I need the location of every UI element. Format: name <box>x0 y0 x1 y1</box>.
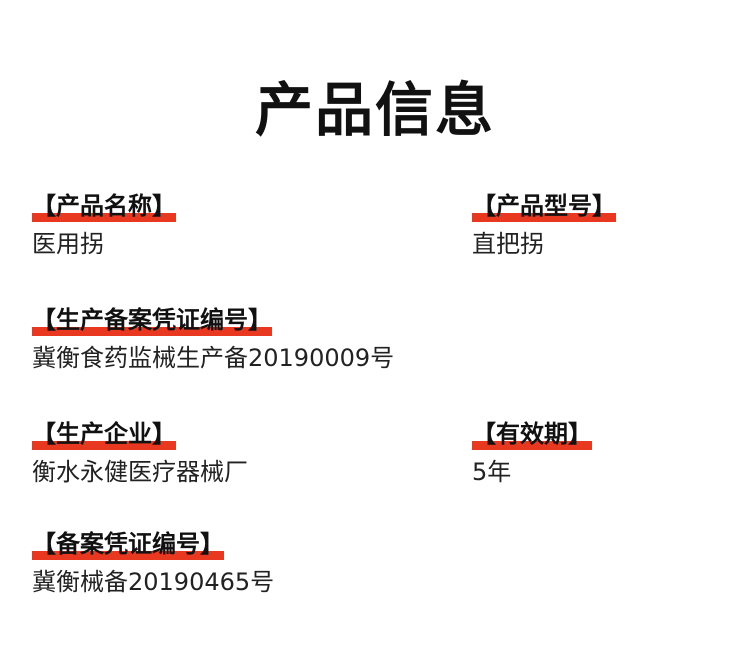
field-manufacturer: 【生产企业】 衡水永健医疗器械厂 <box>32 418 248 488</box>
field-label: 【有效期】 <box>472 418 592 450</box>
record-no-value: 冀衡械备20190465号 <box>32 568 275 596</box>
production-record-no-value: 冀衡食药监械生产备20190009号 <box>32 344 395 372</box>
label-highlight <box>32 551 224 560</box>
product-name-value: 医用拐 <box>32 230 104 258</box>
field-validity: 【有效期】 5年 <box>472 418 592 488</box>
label-highlight <box>472 441 592 450</box>
field-product-model: 【产品型号】 直把拐 <box>472 190 616 260</box>
field-label: 【备案凭证编号】 <box>32 528 224 560</box>
product-name-label: 【产品名称】 <box>32 192 176 220</box>
field-label: 【生产企业】 <box>32 418 176 450</box>
record-no-label: 【备案凭证编号】 <box>32 530 224 558</box>
label-highlight <box>32 213 176 222</box>
label-highlight <box>32 327 272 336</box>
page-title: 产品信息 <box>254 76 495 144</box>
production-record-no-label: 【生产备案凭证编号】 <box>32 306 272 334</box>
product-model-value: 直把拐 <box>472 230 544 258</box>
field-label: 【产品型号】 <box>472 190 616 222</box>
validity-label: 【有效期】 <box>472 420 592 448</box>
label-highlight <box>32 441 176 450</box>
label-highlight <box>472 213 616 222</box>
field-record-no: 【备案凭证编号】 冀衡械备20190465号 <box>32 528 274 598</box>
product-model-label: 【产品型号】 <box>472 192 616 220</box>
manufacturer-value: 衡水永健医疗器械厂 <box>32 458 248 486</box>
validity-value: 5年 <box>472 458 512 486</box>
field-product-name: 【产品名称】 医用拐 <box>32 190 176 260</box>
field-label: 【生产备案凭证编号】 <box>32 304 272 336</box>
manufacturer-label: 【生产企业】 <box>32 420 176 448</box>
field-production-record-no: 【生产备案凭证编号】 冀衡食药监械生产备20190009号 <box>32 304 394 374</box>
field-label: 【产品名称】 <box>32 190 176 222</box>
